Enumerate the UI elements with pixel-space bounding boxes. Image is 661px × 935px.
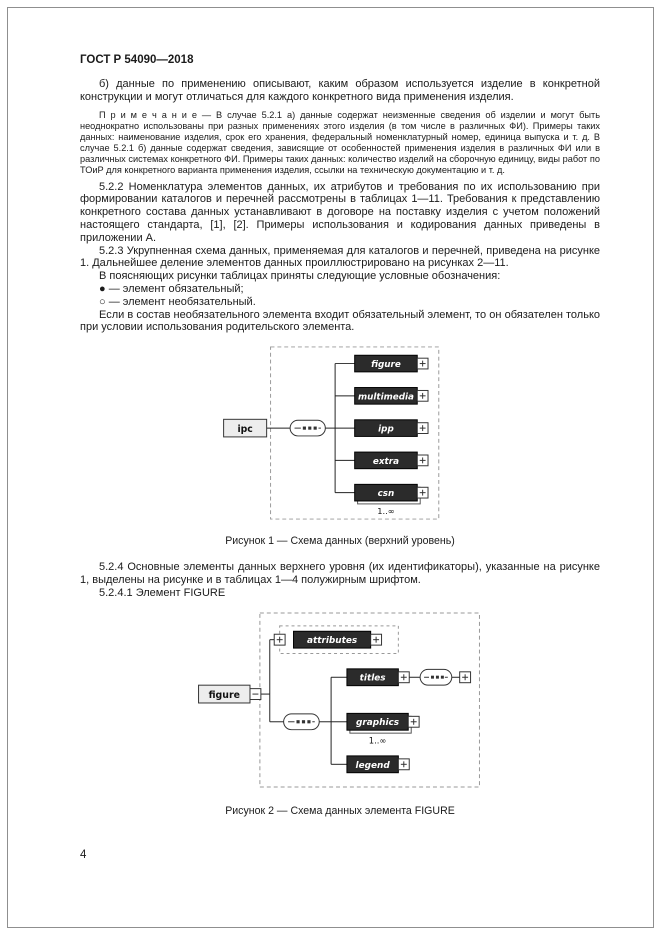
figure-1-schema: ipc figure <box>223 346 440 520</box>
legend-optional-item: ○ — элемент необязательный. <box>99 295 256 308</box>
sequence-icon <box>289 419 326 437</box>
schema-root-figure: figure <box>198 684 262 704</box>
schema-boundary <box>270 346 440 520</box>
expand-icon <box>273 633 286 646</box>
document-number: ГОСТ Р 54090—2018 <box>80 54 194 66</box>
legend-intro: В поясняющих рисунки таблицах приняты сл… <box>99 270 501 283</box>
svg-text:ipp: ipp <box>378 425 394 435</box>
sequence-icon <box>419 668 453 686</box>
schema-element-extra: extra <box>354 451 429 470</box>
sequence-icon <box>283 712 320 730</box>
collapse-icon <box>249 687 262 700</box>
svg-text:extra: extra <box>373 457 399 467</box>
svg-text:figure: figure <box>371 360 401 370</box>
connector-lines <box>266 363 355 494</box>
paragraph-5-2-4-1: 5.2.4.1 Элемент FIGURE <box>99 586 226 599</box>
svg-text:titles: titles <box>360 673 386 683</box>
svg-text:csn: csn <box>378 489 395 499</box>
expand-icon <box>416 454 429 467</box>
figure-2: figure attributes <box>80 610 600 797</box>
svg-text:attributes: attributes <box>307 636 357 646</box>
schema-element-csn: csn 1..∞ <box>354 484 429 516</box>
svg-text:legend: legend <box>356 760 391 770</box>
paragraph-condition: Если в состав необязательного элемента в… <box>80 308 600 334</box>
schema-element-multimedia: multimedia <box>354 387 429 405</box>
schema-element-attributes: attributes <box>293 630 383 649</box>
expand-icon <box>397 670 410 683</box>
figure-2-caption: Рисунок 2 — Схема данных элемента FIGURE <box>225 804 455 817</box>
svg-text:figure: figure <box>209 690 240 701</box>
expand-icon <box>416 422 429 435</box>
paragraph-5-2-2: 5.2.2 Номенклатура элементов данных, их … <box>80 180 600 244</box>
schema-element-titles: titles <box>346 667 410 686</box>
schema-element-ipp: ipp <box>354 419 429 438</box>
legend-mandatory-item: ● — элемент обязательный; <box>99 282 244 295</box>
expand-icon <box>416 390 429 402</box>
expand-icon <box>407 715 420 728</box>
expand-icon <box>370 633 383 646</box>
expand-icon <box>416 357 429 370</box>
multiplicity-label: 1..∞ <box>369 735 387 745</box>
connector-lines <box>260 638 460 765</box>
paragraph-item-b: б) данные по применению описывают, каким… <box>80 78 600 103</box>
paragraph-5-2-3: 5.2.3 Укрупненная схема данных, применяе… <box>80 244 600 270</box>
figure-1-caption: Рисунок 1 — Схема данных (верхний уровен… <box>225 535 455 548</box>
note-block: П р и м е ч а н и е — В случае 5.2.1 а) … <box>80 109 600 175</box>
page-border <box>7 7 654 928</box>
page-number: 4 <box>80 849 87 861</box>
schema-element-legend: legend <box>346 754 410 773</box>
multiplicity-label: 1..∞ <box>377 506 394 516</box>
figure-1: ipc figure <box>80 344 600 527</box>
paragraph-5-2-4: 5.2.4 Основные элементы данных верхнего … <box>80 561 600 586</box>
expand-icon <box>397 757 410 770</box>
page-content: ГОСТ Р 54090—2018 б) данные по применени… <box>80 54 600 817</box>
schema-root-ipc: ipc <box>223 418 268 438</box>
attributes-container: attributes <box>273 624 399 654</box>
schema-element-figure: figure <box>354 354 429 373</box>
expand-icon <box>459 670 472 683</box>
svg-text:graphics: graphics <box>356 718 399 728</box>
expand-icon <box>416 486 429 499</box>
schema-element-graphics: graphics 1..∞ <box>346 712 420 745</box>
svg-text:multimedia: multimedia <box>358 392 414 402</box>
figure-2-schema: figure attributes <box>198 612 480 788</box>
svg-text:ipc: ipc <box>237 424 252 435</box>
